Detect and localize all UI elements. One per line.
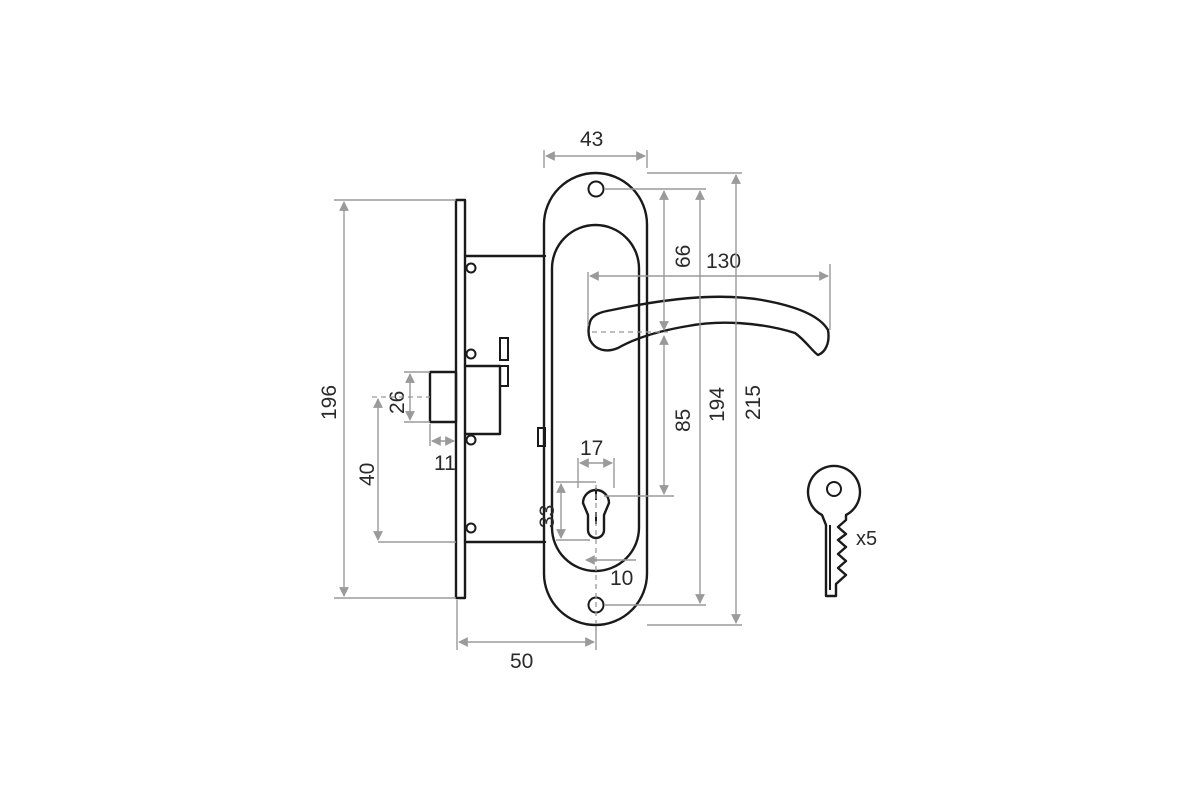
latch-bolt — [428, 370, 458, 424]
handle-outline — [587, 295, 830, 357]
mortise-lock-body — [428, 198, 547, 600]
key-icon — [806, 464, 862, 598]
lever-handle — [587, 295, 830, 357]
latch-spring-block — [499, 365, 509, 387]
dim-backset-50: 50 — [510, 650, 533, 673]
latch-tail — [463, 364, 502, 436]
lock-case — [463, 254, 547, 544]
dim-cylinder-width: 17 — [580, 437, 603, 460]
cylinder-keyhole-icon — [581, 488, 611, 540]
dim-latch-throw: 11 — [434, 452, 456, 475]
dim-overall-plate-length: 215 — [742, 385, 765, 420]
dim-cylinder-height: 33 — [536, 505, 559, 528]
dim-top-hole-to-handle: 66 — [672, 245, 695, 268]
dim-handle-to-cylinder: 85 — [672, 409, 695, 432]
lock-faceplate — [454, 198, 467, 600]
case-screw-icon — [465, 434, 477, 446]
case-screw-icon — [465, 262, 477, 274]
case-screw-icon — [465, 348, 477, 360]
dim-backset-40: 40 — [356, 463, 379, 486]
dim-latch-height: 26 — [386, 391, 409, 414]
dim-hole-spacing: 194 — [706, 387, 729, 422]
top-screw-hole-icon — [587, 180, 605, 198]
plate-outline — [542, 171, 649, 627]
key-count-label: x5 — [856, 528, 877, 550]
dim-plate-width: 43 — [580, 128, 603, 151]
latch-spring-block — [499, 337, 509, 361]
dim-cylinder-offset: 10 — [610, 567, 633, 590]
case-screw-icon — [465, 522, 477, 534]
dim-faceplate-length: 196 — [318, 385, 341, 420]
